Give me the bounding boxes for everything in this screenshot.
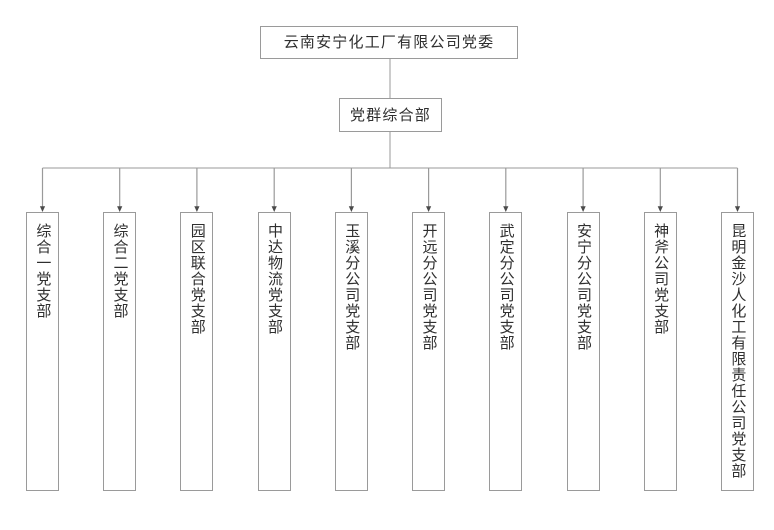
org-node-branch-2[interactable]: 综合二党支部 (103, 212, 137, 491)
org-node-branch-10-label: 昆明金沙人化工有限责任公司党支部 (729, 223, 747, 479)
org-node-branch-1[interactable]: 综合一党支部 (26, 212, 59, 491)
org-node-root-label: 云南安宁化工厂有限公司党委 (283, 34, 495, 51)
org-node-branch-3-label: 园区联合党支部 (188, 223, 206, 335)
org-node-branch-6-label: 开远分公司党支部 (420, 223, 438, 351)
org-node-branch-7-label: 武定分公司党支部 (497, 223, 515, 351)
org-node-branch-10[interactable]: 昆明金沙人化工有限责任公司党支部 (721, 212, 754, 491)
org-node-branch-6[interactable]: 开远分公司党支部 (412, 212, 446, 491)
org-node-branch-8[interactable]: 安宁分公司党支部 (566, 212, 600, 491)
org-node-department[interactable]: 党群综合部 (339, 98, 442, 132)
org-node-branch-5[interactable]: 玉溪分公司党支部 (334, 212, 368, 491)
org-node-branch-3[interactable]: 园区联合党支部 (180, 212, 214, 491)
org-node-department-label: 党群综合部 (349, 106, 431, 124)
org-node-branch-2-label: 综合二党支部 (111, 223, 129, 319)
org-node-branch-9-label: 神斧公司党支部 (652, 223, 670, 335)
org-node-branch-4-label: 中达物流党支部 (266, 223, 284, 335)
org-node-branch-5-label: 玉溪分公司党支部 (343, 223, 361, 351)
org-node-branch-9[interactable]: 神斧公司党支部 (643, 212, 677, 491)
org-node-branch-1-label: 综合一党支部 (34, 223, 52, 319)
org-node-branch-8-label: 安宁分公司党支部 (574, 223, 592, 351)
org-node-branch-7[interactable]: 武定分公司党支部 (489, 212, 523, 491)
org-node-root[interactable]: 云南安宁化工厂有限公司党委 (260, 26, 518, 59)
org-node-branch-4[interactable]: 中达物流党支部 (257, 212, 291, 491)
